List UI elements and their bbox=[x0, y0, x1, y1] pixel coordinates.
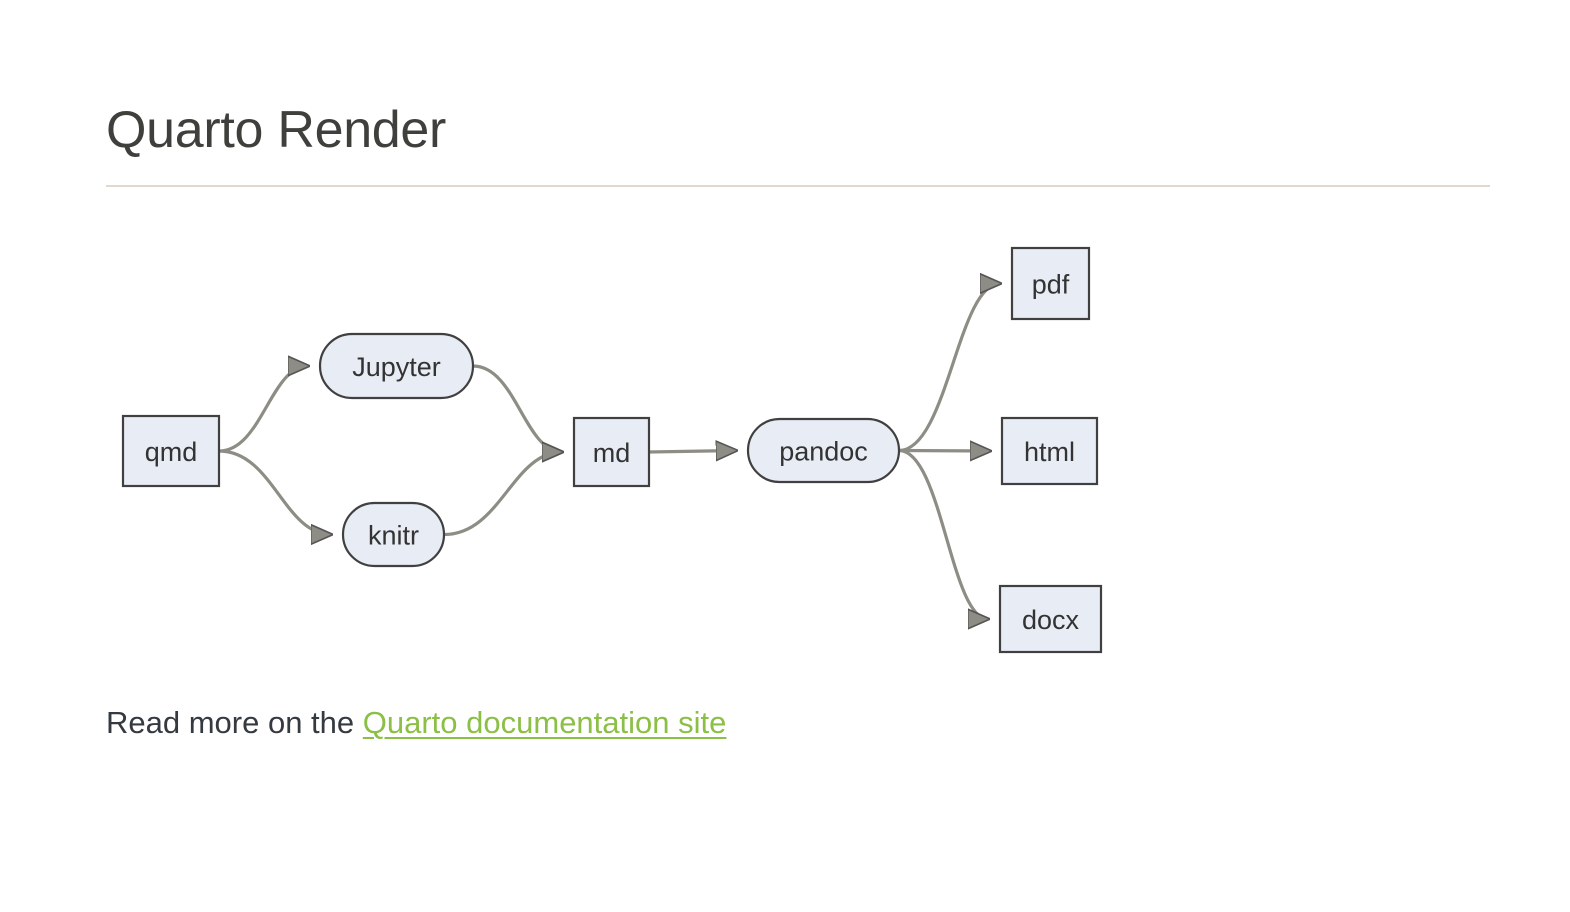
page-title: Quarto Render bbox=[106, 101, 447, 159]
flow-edge-jupyter-to-md bbox=[472, 364, 562, 452]
flow-node-shape bbox=[998, 584, 1103, 654]
read-more-line: Read more on the Quarto documentation si… bbox=[106, 701, 726, 744]
flow-node-label: html bbox=[1024, 437, 1075, 467]
flow-node-label: knitr bbox=[368, 521, 419, 551]
flow-node-shape bbox=[318, 332, 475, 400]
flow-node-label: Jupyter bbox=[352, 352, 441, 382]
title-block: Quarto Render bbox=[106, 100, 1490, 188]
flow-node-knitr: knitr bbox=[341, 501, 446, 568]
flow-node-pandoc: pandoc bbox=[746, 417, 901, 484]
flow-node-md: md bbox=[572, 416, 651, 488]
title-divider bbox=[106, 185, 1490, 188]
flow-node-docx: docx bbox=[998, 584, 1103, 654]
edge-layer bbox=[218, 284, 1000, 620]
flow-edge-qmd-to-jupyter bbox=[218, 366, 308, 453]
flow-edge-pandoc-to-docx bbox=[898, 448, 988, 620]
flow-node-shape bbox=[341, 501, 446, 568]
flow-node-shape bbox=[1000, 416, 1099, 486]
flow-edge-pandoc-to-pdf bbox=[898, 284, 1000, 453]
flow-node-label: pandoc bbox=[779, 437, 868, 467]
quarto-documentation-link[interactable]: Quarto documentation site bbox=[362, 705, 727, 740]
flow-node-pdf: pdf bbox=[1010, 246, 1091, 321]
flow-node-shape bbox=[746, 417, 901, 484]
flow-node-qmd: qmd bbox=[121, 414, 221, 488]
flow-node-label: docx bbox=[1022, 605, 1080, 635]
quarto-render-flowchart: qmd Jupyter knitr md pandoc pdf html docx bbox=[106, 215, 1166, 660]
flow-node-html: html bbox=[1000, 416, 1099, 486]
flow-node-shape bbox=[121, 414, 221, 488]
flow-node-label: pdf bbox=[1032, 270, 1070, 300]
flow-edge-pandoc-to-html bbox=[898, 451, 990, 452]
flow-node-label: md bbox=[593, 438, 631, 468]
flow-node-shape bbox=[1010, 246, 1091, 321]
flow-node-label: qmd bbox=[145, 437, 198, 467]
flow-node-jupyter: Jupyter bbox=[318, 332, 475, 400]
flow-edge-qmd-to-knitr bbox=[218, 449, 331, 535]
flow-edge-md-to-pandoc bbox=[648, 451, 736, 453]
read-more-lead-text: Read more on the bbox=[106, 705, 363, 740]
node-layer: qmd Jupyter knitr md pandoc pdf html docx bbox=[121, 246, 1103, 654]
flowchart-svg: qmd Jupyter knitr md pandoc pdf html docx bbox=[121, 246, 1103, 654]
flow-node-shape bbox=[572, 416, 651, 488]
flow-edge-knitr-to-md bbox=[443, 452, 562, 537]
